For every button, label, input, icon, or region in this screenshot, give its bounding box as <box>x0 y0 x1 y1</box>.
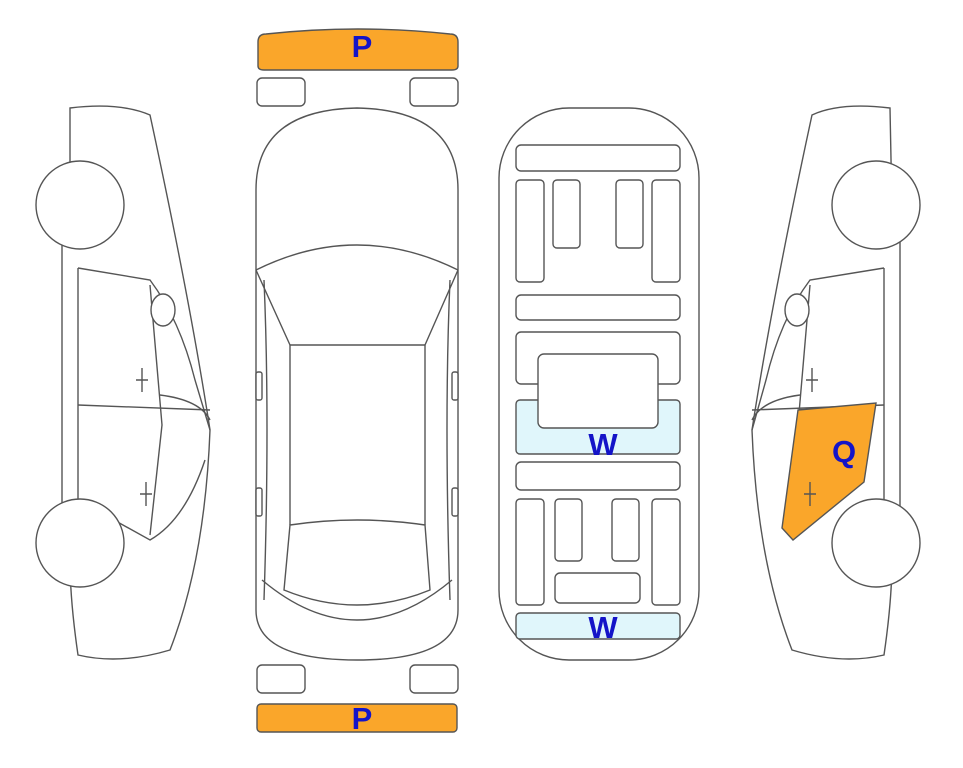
front-right-light <box>409 77 459 107</box>
rear-window-label: W <box>588 610 618 645</box>
car-interior-view: W W <box>498 107 700 661</box>
windshield-label: W <box>588 427 618 462</box>
car-right-side-view: Q <box>751 105 921 660</box>
front-left-light <box>256 77 306 107</box>
car-left-side-view <box>35 105 211 660</box>
rear-left-light <box>256 664 306 694</box>
right-rear-wheel <box>831 498 921 588</box>
rear-bumper-label: P <box>352 701 373 736</box>
top-right-mirror <box>451 371 459 401</box>
left-front-wheel <box>35 160 125 250</box>
top-roof <box>289 345 426 525</box>
top-windshield <box>255 244 459 271</box>
right-rear-door-panel[interactable] <box>781 402 877 541</box>
top-left-mirror <box>255 371 263 401</box>
car-top-view: P P <box>255 28 459 736</box>
rear-window-panel[interactable] <box>515 612 681 640</box>
right-front-wheel <box>831 160 921 250</box>
left-rear-wheel <box>35 498 125 588</box>
right-rear-door-label: Q <box>832 434 856 469</box>
rear-bumper-panel[interactable] <box>256 703 458 733</box>
top-rear-window <box>283 519 431 606</box>
front-bumper-panel[interactable] <box>257 28 459 71</box>
top-body-outline <box>255 107 459 661</box>
front-bumper-label: P <box>352 29 373 64</box>
rear-right-light <box>409 664 459 694</box>
dashboard <box>537 353 659 429</box>
